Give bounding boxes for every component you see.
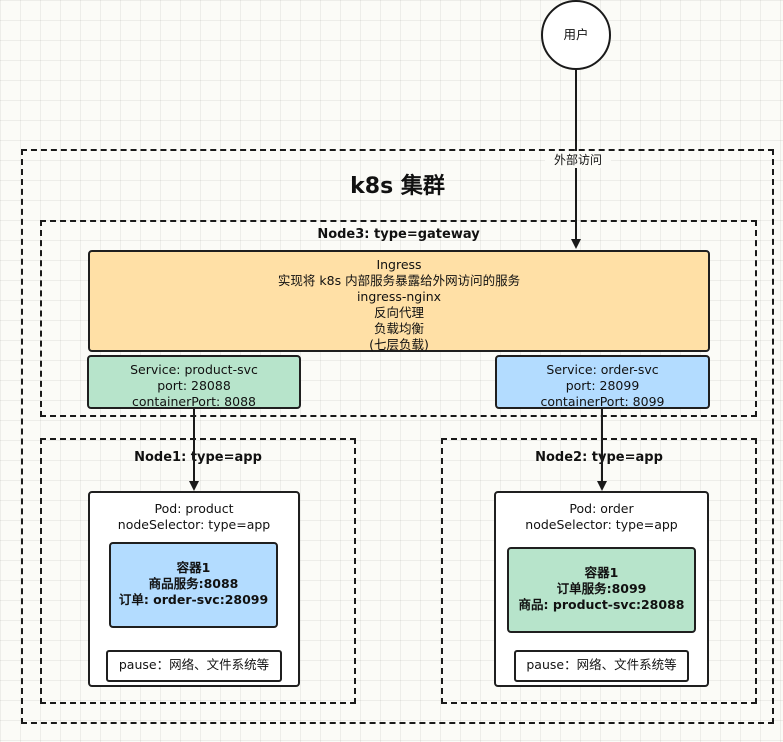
container-product-box: 容器1 商品服务:8088 订单: order-svc:28099 (109, 542, 278, 628)
ingress-line: ingress-nginx (356, 289, 442, 304)
container-product-line: 商品服务:8088 (148, 576, 239, 591)
user-label: 用户 (563, 27, 589, 42)
node1-title: Node1: type=app (134, 450, 262, 465)
pause-product-label: pause：网络、文件系统等 (118, 657, 270, 672)
node2-region (441, 438, 757, 704)
service-order-line: port: 28099 (565, 378, 640, 393)
node3-title: Node3: type=gateway (317, 227, 480, 242)
service-product-line: Service: product-svc (130, 362, 258, 377)
ingress-line: 负载均衡 (373, 321, 424, 336)
pod-product-line: nodeSelector: type=app (117, 517, 271, 532)
service-product-line: port: 28088 (157, 378, 231, 393)
ingress-line: 反向代理 (373, 305, 424, 320)
cluster-title: k8s 集群 (350, 174, 445, 199)
service-order-line: containerPort: 8099 (540, 394, 665, 409)
node2-title: Node2: type=app (535, 450, 663, 465)
external-access-label: 外部访问 (545, 151, 611, 168)
pod-order-line: nodeSelector: type=app (525, 517, 678, 532)
ingress-line: (七层负载) (369, 337, 429, 352)
service-product-line: containerPort: 8088 (131, 394, 256, 409)
container-order-line: 容器1 (584, 565, 619, 580)
user-node: 用户 (541, 0, 611, 70)
ingress-line: Ingress (376, 257, 422, 272)
pod-order-line: Pod: order (569, 501, 634, 516)
k8s-cluster-region (21, 149, 774, 724)
container-product-line: 容器1 (176, 560, 211, 575)
pause-product-box: pause：网络、文件系统等 (106, 650, 282, 682)
pause-order-box: pause：网络、文件系统等 (514, 650, 689, 682)
pause-order-label: pause：网络、文件系统等 (526, 657, 677, 672)
ingress-line: 实现将 k8s 内部服务暴露给外网访问的服务 (277, 273, 521, 288)
container-order-line: 商品: product-svc:28088 (518, 597, 685, 612)
pod-product-line: Pod: product (154, 501, 234, 516)
service-order-line: Service: order-svc (546, 362, 659, 377)
node1-region (40, 438, 356, 704)
container-product-line: 订单: order-svc:28099 (118, 592, 269, 607)
node3-region (40, 220, 757, 417)
container-order-box: 容器1 订单服务:8099 商品: product-svc:28088 (507, 547, 696, 633)
service-product-box: Service: product-svc port: 28088 contain… (87, 355, 301, 409)
service-order-box: Service: order-svc port: 28099 container… (495, 355, 710, 409)
container-order-line: 订单服务:8099 (556, 581, 647, 596)
ingress-box: Ingress 实现将 k8s 内部服务暴露给外网访问的服务 ingress-n… (88, 250, 710, 352)
